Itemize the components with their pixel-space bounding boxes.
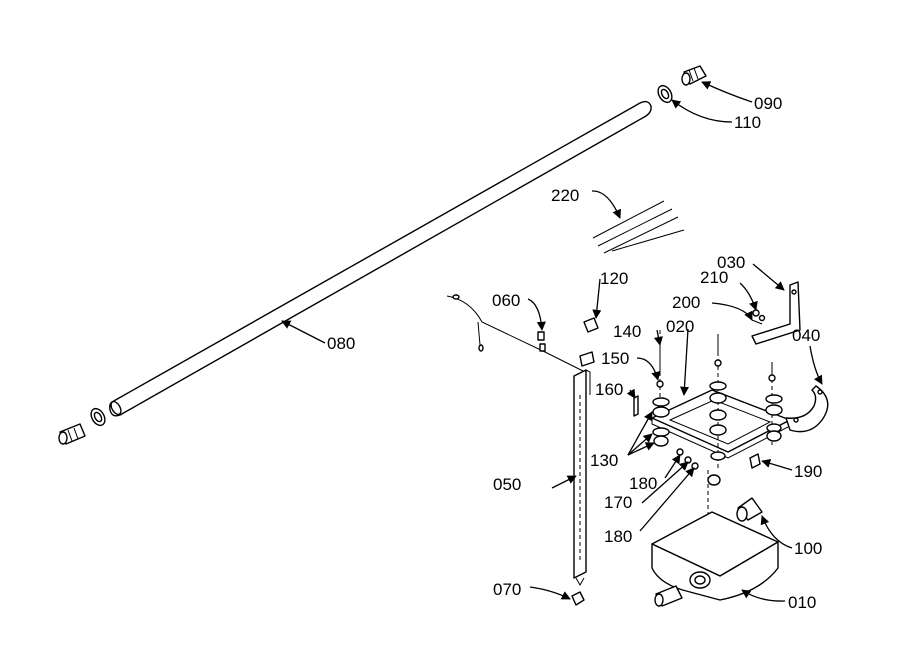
ring-110 [657,84,673,104]
post-050 [573,369,591,587]
callout-060: 060 [492,291,520,310]
shield-040 [785,385,829,433]
callout-100: 100 [794,539,822,558]
grommets-130 [652,359,783,486]
callout-120: 120 [600,269,628,288]
callout-210: 210 [700,268,728,287]
pin-190 [749,453,761,469]
callout-130: 130 [590,451,618,470]
fitting-housing-left [654,585,683,607]
callout-160: 160 [595,380,623,399]
callout-220: 220 [551,186,579,205]
tube-080 [109,100,652,417]
callout-labels: 090 110 220 120 060 080 050 070 020 030 … [327,94,822,612]
clip-070 [571,591,585,606]
fitting-100 [736,497,763,522]
callout-200: 200 [672,293,700,312]
callout-090: 090 [754,94,782,113]
callout-140: 140 [613,322,641,341]
bolt-160 [633,395,639,417]
callout-150: 150 [601,349,629,368]
callout-080: 080 [327,334,355,353]
housing-010 [651,511,779,601]
hardware-200-210 [751,309,766,325]
callout-040: 040 [792,326,820,345]
callout-050: 050 [493,475,521,494]
callout-170: 170 [604,493,632,512]
leader-lines [281,81,823,602]
callout-020: 020 [666,317,694,336]
callout-010: 010 [788,593,816,612]
callout-190: 190 [794,462,822,481]
bracket-030 [751,281,801,345]
callout-030: 030 [717,253,745,272]
callout-180-upper: 180 [629,474,657,493]
callout-180-lower: 180 [604,527,632,546]
fitting-left [58,407,106,445]
plate-020 [651,330,791,515]
fitting-090 [681,65,707,86]
wire-harness-060 [446,294,586,373]
zip-ties-220 [592,200,685,254]
connector-120 [579,317,599,367]
callout-070: 070 [493,580,521,599]
nuts-170-180 [676,448,699,470]
callout-110: 110 [734,113,761,132]
